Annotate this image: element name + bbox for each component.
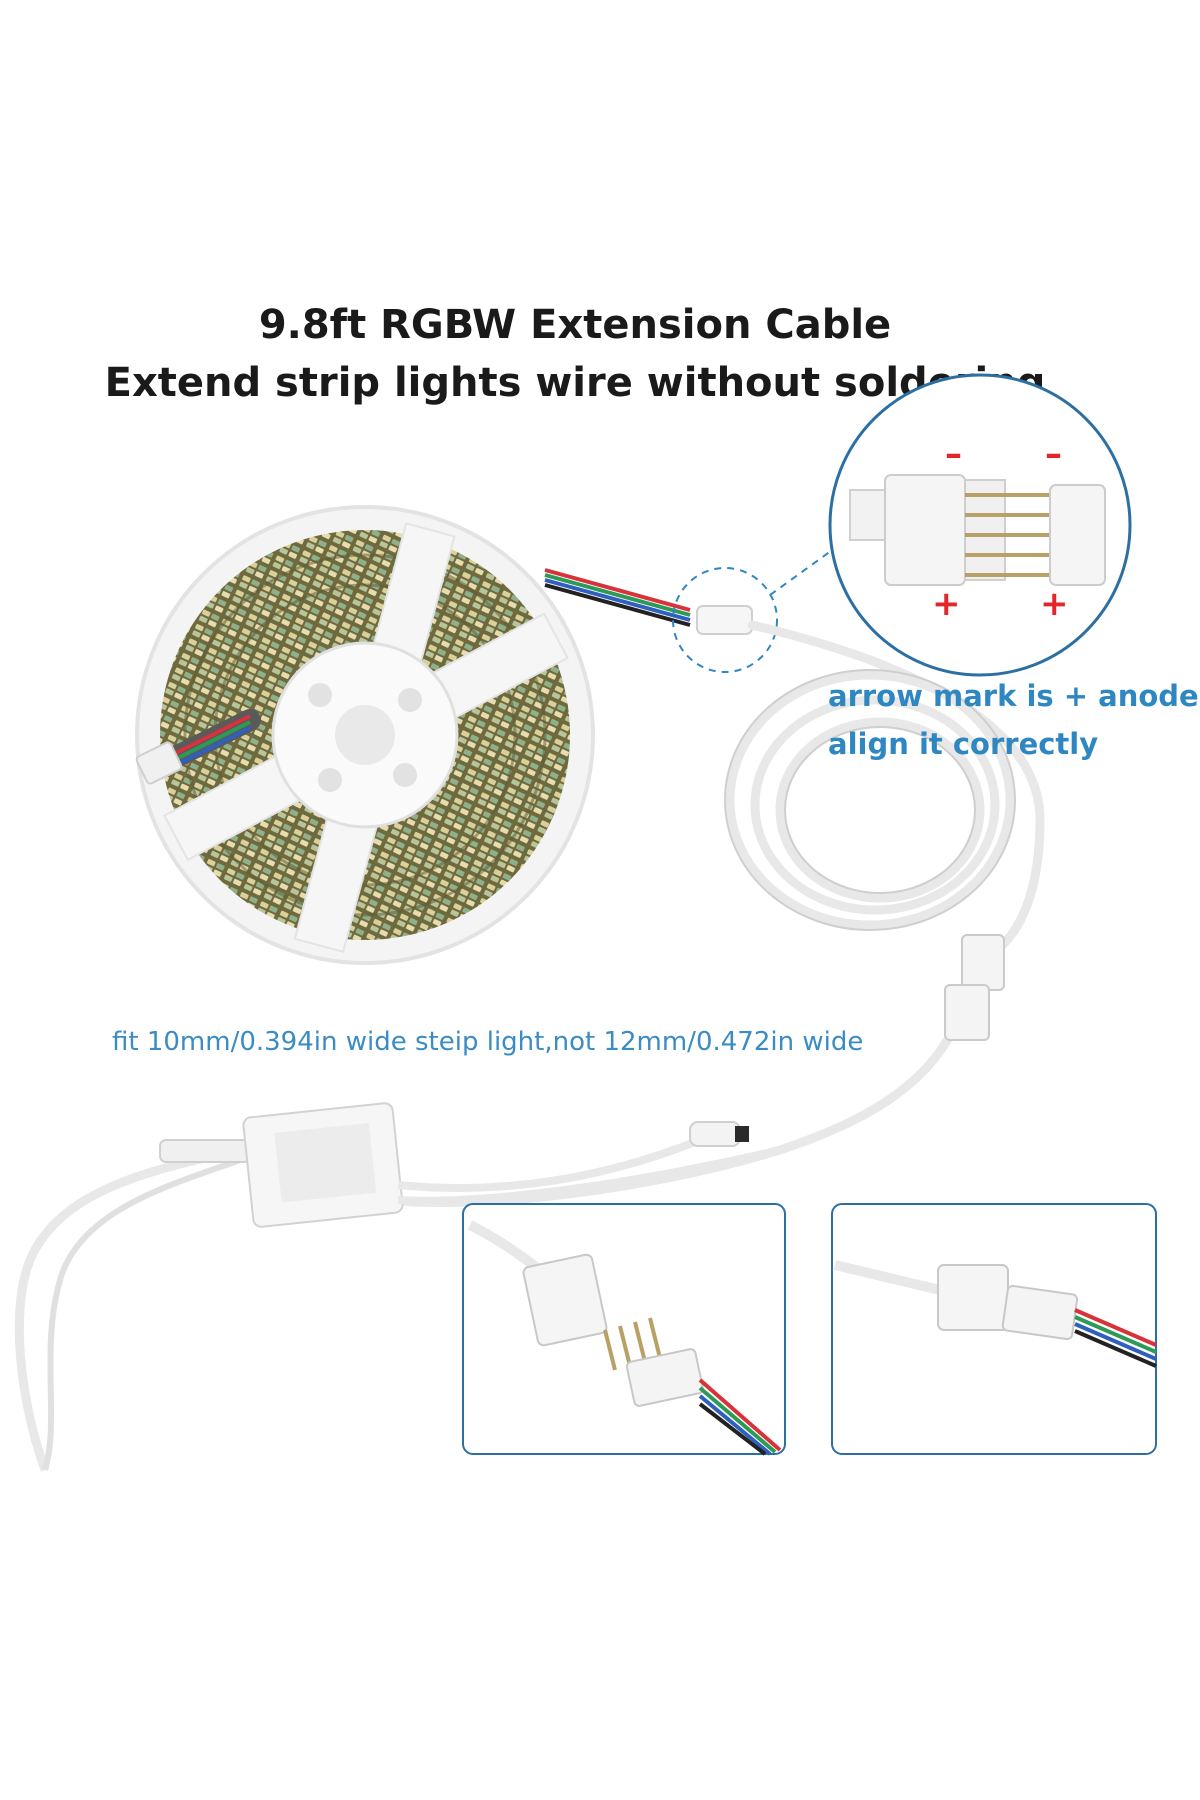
connector-zoom-inset: – – + + [828,373,1132,677]
detail-frame-right [831,1203,1157,1455]
headline-line-2: Extend strip lights wire without solderi… [104,360,1046,406]
detail-frame-left [462,1203,786,1456]
minus-label-right: – [1045,434,1062,474]
inline-coupler [944,934,1005,1041]
anode-callout: arrow mark is + anode, align it correctl… [828,672,1200,768]
plus-label-left: + [932,584,961,624]
plus-label-right: + [1040,584,1069,624]
headline: 9.8ft RGBW Extension Cable Extend strip … [0,296,1150,412]
connection-highlight [672,567,778,673]
anode-callout-line-1: arrow mark is + anode, [828,679,1200,713]
pin-connector [696,605,753,635]
strip-width-note: fit 10mm/0.394in wide steip light,not 12… [112,1027,864,1057]
ir-controller-icon [14,1102,781,1472]
minus-label-left: – [945,434,962,474]
anode-callout-line-2: align it correctly [828,727,1099,761]
cable-outline [724,669,1016,931]
rgbw-ribbon-wire [544,568,691,627]
headline-line-1: 9.8ft RGBW Extension Cable [258,302,892,348]
led-strip-reel-icon [135,505,595,965]
